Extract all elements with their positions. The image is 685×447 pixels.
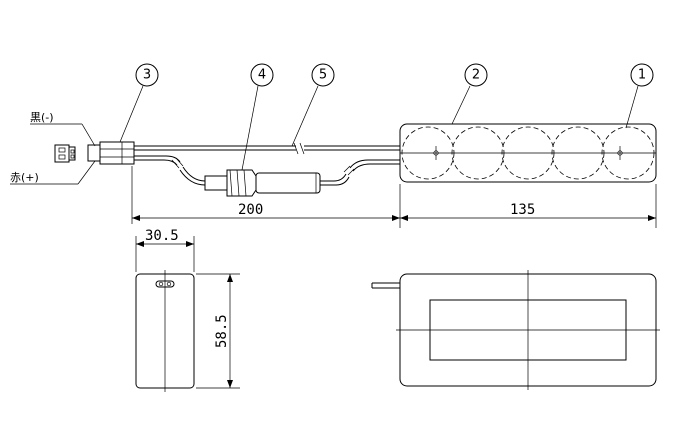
- svg-text:5: 5: [319, 68, 327, 83]
- svg-text:3: 3: [143, 68, 151, 83]
- wire-upper: [134, 142, 400, 155]
- callout-3: 3: [119, 63, 159, 143]
- callout-1: 1: [625, 63, 654, 129]
- wire-lower: [134, 155, 400, 186]
- svg-text:1: 1: [638, 68, 646, 83]
- svg-text:赤(+): 赤(+): [10, 171, 39, 184]
- dimension-pack-length: 135: [400, 184, 657, 228]
- svg-text:30.5: 30.5: [145, 228, 179, 244]
- svg-text:4: 4: [258, 68, 266, 83]
- cell-2: [451, 126, 505, 180]
- svg-text:黒(-): 黒(-): [30, 111, 54, 124]
- dimension-side-height: 58.5: [196, 273, 240, 389]
- battery-pack-end-view: [135, 270, 195, 392]
- callout-2: 2: [451, 63, 488, 125]
- fuse-holder: [204, 169, 321, 197]
- svg-text:58.5: 58.5: [214, 314, 230, 348]
- dimension-cable-length: 200: [131, 166, 401, 228]
- svg-text:135: 135: [510, 202, 535, 218]
- cell-1: [401, 126, 455, 180]
- battery-cells: [401, 126, 655, 180]
- callout-5: 5: [291, 63, 335, 147]
- cell-4: [551, 126, 605, 180]
- dimension-side-width: 30.5: [135, 228, 195, 272]
- label-black-wire: 黒(-): [30, 111, 96, 147]
- svg-text:2: 2: [472, 68, 480, 83]
- battery-pack-front-view: [371, 270, 660, 390]
- callout-4: 4: [241, 63, 274, 171]
- svg-text:200: 200: [238, 202, 263, 218]
- connector-face-icon: [54, 144, 76, 163]
- cell-3: [501, 126, 555, 180]
- cell-5: [601, 126, 655, 180]
- connector-housing: [87, 141, 135, 165]
- label-red-wire: 赤(+): [10, 160, 96, 185]
